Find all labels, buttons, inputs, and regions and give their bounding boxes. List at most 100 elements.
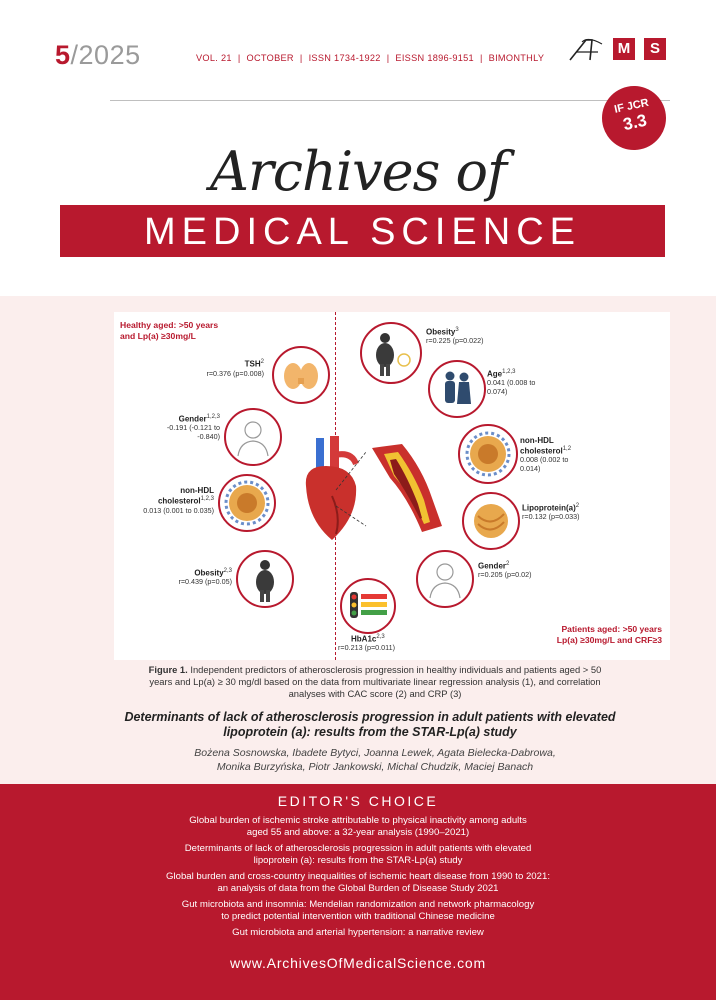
obesity-right-name: Obesity	[426, 327, 456, 337]
hba1c-sup: 2,3	[376, 634, 385, 640]
frequency: BIMONTHLY	[488, 53, 545, 63]
tsh-name: TSH	[244, 359, 261, 369]
lipoprotein-particle-icon	[465, 431, 511, 477]
logo-a-mark-icon	[569, 38, 603, 61]
nonhdl-left-name: non-HDL cholesterol	[157, 486, 214, 506]
gender-right-label: Gender2	[478, 560, 509, 570]
volume: VOL. 21	[196, 53, 232, 63]
separator: |	[237, 53, 241, 63]
editors-choice-item[interactable]: Gut microbiota and insomnia: Mendelian r…	[181, 899, 535, 922]
gender-left-circle	[224, 408, 282, 466]
lpa-label: Lipoprotein(a)2	[522, 502, 579, 512]
age-value: 0.041 (0.008 to 0.074)	[487, 378, 536, 396]
editors-choice-item[interactable]: Global burden and cross-country inequali…	[166, 871, 550, 894]
caption-label: Figure 1.	[148, 664, 188, 675]
age-sup: 1,2,3	[502, 369, 516, 375]
nonhdl-right-circle	[458, 424, 518, 484]
heart-icon	[305, 436, 359, 540]
gender-left-label: Gender1,2,3	[150, 413, 220, 423]
obesity-left-name: Obesity	[194, 568, 224, 578]
issue-year: /2025	[70, 40, 141, 70]
figure-caption: Figure 1. Independent predictors of athe…	[140, 664, 610, 700]
nonhdl-left-value: 0.013 (0.001 to 0.035)	[143, 506, 214, 515]
obesity-right-sup: 3	[455, 327, 459, 333]
gender-right-name: Gender	[478, 561, 507, 571]
obesity-left-sup: 2,3	[223, 568, 232, 574]
nonhdl-right-label: non-HDL cholesterol1,2	[520, 436, 571, 455]
editors-choice-item[interactable]: Gut microbiota and arterial hypertension…	[232, 927, 484, 938]
journal-title-main: MEDICAL SCIENCE	[144, 211, 581, 253]
obesity-right-value: r=0.225 (p=0.022)	[426, 336, 484, 345]
editors-choice-heading: EDITOR'S CHOICE	[277, 793, 439, 809]
gender-right-sup: 2	[506, 561, 510, 567]
header-divider	[110, 100, 670, 101]
hba1c-label: HbA1c2,3	[351, 633, 385, 643]
gender-left-name: Gender	[178, 414, 207, 424]
nonhdl-left-sup: 1,2,3	[200, 496, 214, 502]
nonhdl-right-name: non-HDL cholesterol	[520, 436, 563, 456]
tsh-label: TSH2	[232, 358, 264, 368]
website-link[interactable]: www.ArchivesOfMedicalScience.com	[230, 955, 486, 971]
obese-person-icon	[256, 560, 274, 602]
journal-title-band	[60, 205, 665, 257]
obesity-right-circle	[360, 322, 422, 384]
obese-person-icon	[376, 333, 411, 376]
obesity-left-value: r=0.439 (p=0.05)	[178, 577, 232, 586]
traffic-light-icon	[350, 592, 387, 618]
lpa-sup: 2	[575, 503, 580, 509]
nonhdl-left-circle	[218, 474, 276, 532]
article-authors: Bożena Sosnowska, Ibadete Bytyci, Joanna…	[194, 747, 556, 773]
tsh-value: r=0.376 (p=0.008)	[206, 369, 264, 378]
tsh-sup: 2	[260, 359, 264, 365]
issn: ISSN 1734-1922	[308, 53, 381, 63]
lpa-circle	[462, 492, 520, 550]
gender-left-value: -0.191 (-0.121 to -0.840)	[166, 423, 220, 441]
healthy-group-label: Healthy aged: >50 years and Lp(a) ≥30mg/…	[120, 320, 219, 341]
issue-meta: VOL. 21 | OCTOBER | ISSN 1734-1922 | EISSN 189…	[196, 53, 544, 63]
hba1c-circle	[340, 578, 396, 634]
gender-right-value: r=0.205 (p=0.02)	[478, 570, 532, 579]
obesity-left-label: Obesity2,3	[178, 567, 232, 577]
month: OCTOBER	[246, 53, 294, 63]
caption-text: Independent predictors of atherosclerosi…	[149, 664, 602, 699]
age-circle	[428, 360, 486, 418]
logo-s-box: S	[644, 38, 666, 60]
lpa-value: r=0.132 (p=0.033)	[522, 512, 580, 521]
journal-title-script: Archives of	[210, 140, 507, 203]
impact-factor-badge: IF JCR 3.3	[596, 80, 672, 156]
publisher-logo: M S	[568, 38, 668, 64]
lipoprotein-particle-icon	[224, 480, 270, 526]
obesity-right-label: Obesity3	[426, 326, 459, 336]
separator: |	[386, 53, 390, 63]
age-name: Age	[487, 369, 503, 379]
zoom-lines-icon	[335, 451, 367, 527]
eissn: EISSN 1896-9151	[395, 53, 474, 63]
hba1c-name: HbA1c	[351, 634, 377, 644]
thyroid-circle	[272, 346, 330, 404]
age-label: Age1,2,3	[487, 368, 515, 378]
person-icon	[237, 421, 269, 457]
separator: |	[479, 53, 483, 63]
nonhdl-right-sup: 1,2	[562, 446, 572, 452]
artery-plaque-icon	[372, 444, 442, 532]
nonhdl-right-value: 0.008 (0.002 to 0.014)	[520, 455, 569, 473]
editors-choice-item[interactable]: Determinants of lack of atherosclerosis …	[184, 843, 532, 866]
separator: |	[299, 53, 303, 63]
gender-left-sup: 1,2,3	[206, 414, 220, 420]
article-title: Determinants of lack of atherosclerosis …	[124, 710, 616, 739]
patient-group-label: Patients aged: >50 years Lp(a) ≥30mg/L a…	[556, 624, 662, 645]
nonhdl-left-label: non-HDL cholesterol1,2,3	[140, 486, 214, 505]
hba1c-value: r=0.213 (p=0.011)	[338, 643, 396, 652]
editors-choice-list: Global burden of ischemic stroke attribu…	[120, 815, 596, 944]
lpa-name: Lipoprotein(a)	[522, 503, 576, 513]
lipoprotein-a-icon	[474, 504, 508, 538]
editors-choice-item[interactable]: Global burden of ischemic stroke attribu…	[189, 815, 527, 838]
editors-choice-panel	[0, 784, 716, 1000]
issue-number: 5/2025	[55, 40, 141, 71]
elderly-couple-icon	[445, 371, 471, 404]
logo-m-box: M	[613, 38, 635, 60]
issue-number-value: 5	[55, 40, 71, 70]
obesity-left-circle	[236, 550, 294, 608]
thyroid-icon	[284, 363, 318, 389]
gender-right-circle	[416, 550, 474, 608]
